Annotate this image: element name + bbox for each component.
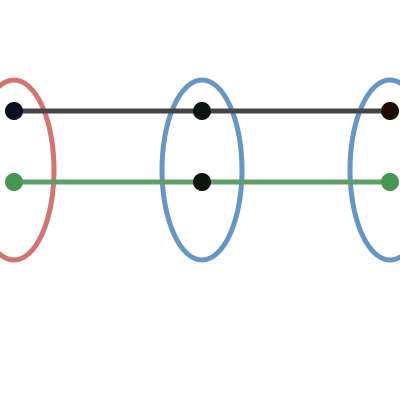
rings-layer: [0, 77, 400, 263]
ring-left: [0, 77, 57, 263]
ring-right: [347, 77, 400, 263]
node-bottom-middle: [193, 173, 211, 191]
node-bottom-left: [5, 173, 23, 191]
node-bottom-right: [381, 173, 399, 191]
ring-middle: [159, 77, 245, 263]
node-top-middle: [193, 102, 211, 120]
wires-layer: [14, 108, 390, 185]
node-top-left: [5, 102, 23, 120]
nodes-layer: [5, 102, 399, 191]
node-top-right: [381, 102, 399, 120]
